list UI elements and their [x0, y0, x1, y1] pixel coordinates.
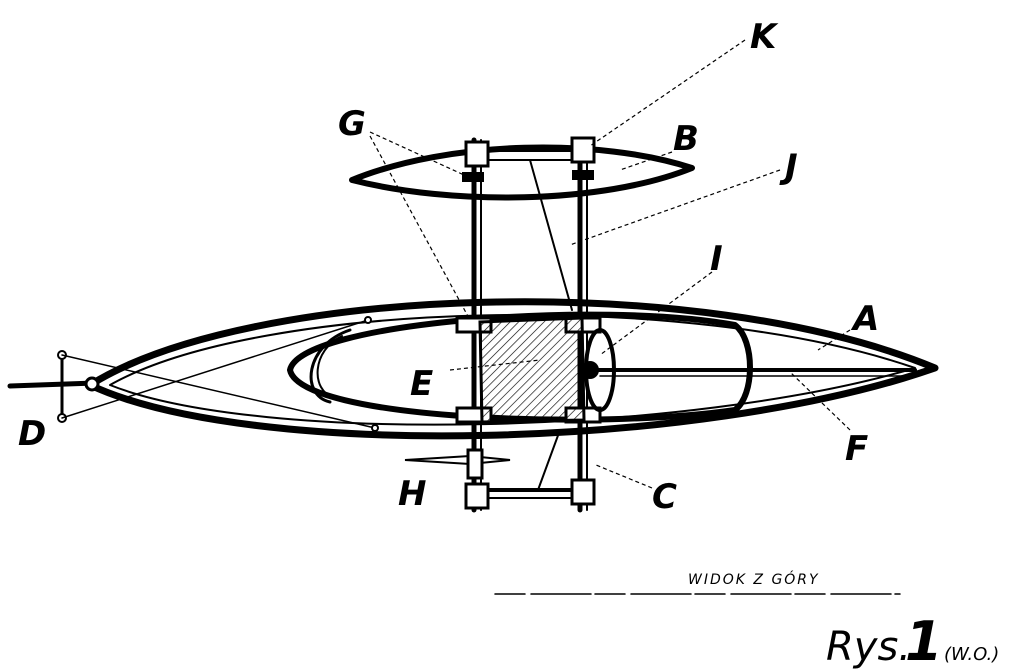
leader-k: [589, 39, 746, 147]
label-h: H: [398, 474, 426, 514]
figure-number: 1: [905, 610, 943, 672]
paddle: [404, 448, 511, 480]
leader-c: [595, 464, 653, 489]
cockpit: [287, 311, 753, 423]
figure-prefix: Rys.: [826, 624, 911, 670]
seat: [478, 316, 586, 424]
label-i: I: [710, 239, 723, 279]
outrigger-frame: [455, 136, 602, 513]
leader-i: [599, 271, 713, 356]
leader-g2: [369, 135, 471, 321]
leader-g1: [369, 131, 476, 181]
view-caption: WIDOK Z GÓRY: [688, 570, 820, 588]
label-f: F: [845, 429, 868, 469]
outrigger-float: [349, 144, 695, 201]
leader-a: [817, 329, 851, 351]
figure-note: (W.O.): [944, 644, 999, 665]
label-d: D: [18, 414, 46, 454]
label-g: G: [338, 104, 366, 144]
leader-e: [449, 359, 541, 371]
label-e: E: [410, 364, 433, 404]
rudder-assembly: [7, 316, 379, 432]
leader-j: [569, 169, 781, 246]
boom: [590, 368, 917, 377]
leader-b: [619, 151, 673, 171]
label-a: A: [850, 299, 879, 339]
label-k: K: [750, 17, 779, 57]
label-b: B: [673, 119, 699, 159]
label-j: J: [779, 147, 798, 187]
label-c: C: [652, 477, 677, 517]
